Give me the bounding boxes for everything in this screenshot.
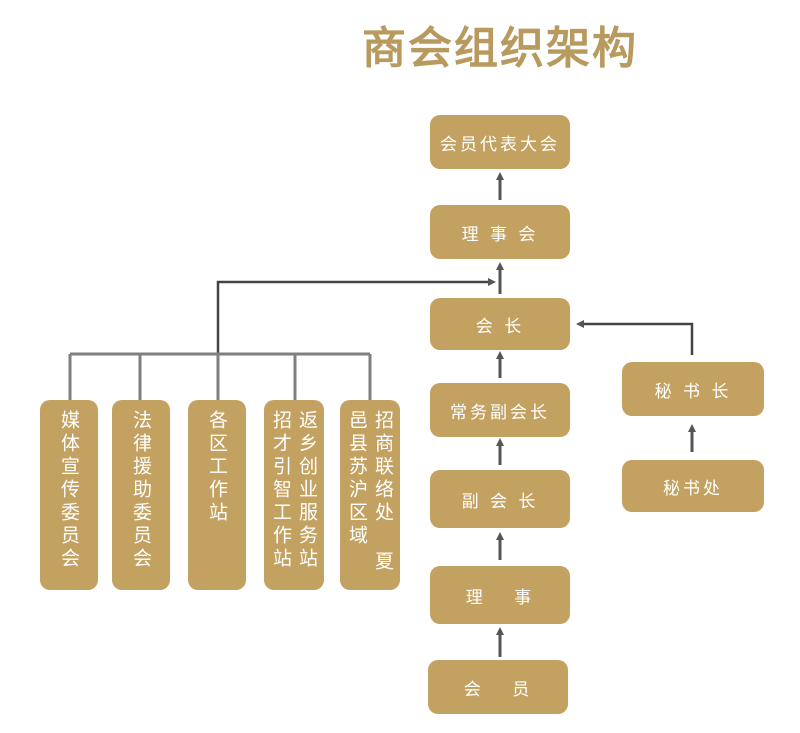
node-congress-label: 会员代表大会 — [440, 134, 560, 155]
node-vp: 副 会 长 — [430, 470, 570, 528]
node-legal-aid-committee-label: 法律援助委员会 — [130, 410, 152, 571]
node-member: 会 员 — [428, 660, 568, 714]
node-district-stations: 各区工作站 — [188, 400, 246, 590]
node-congress: 会员代表大会 — [430, 115, 570, 169]
node-member-label: 会 员 — [463, 679, 533, 700]
node-executive-vp: 常务副会长 — [430, 383, 570, 437]
node-media-committee: 媒体宣传委员会 — [40, 400, 98, 590]
arrow-secretary-to-president — [576, 320, 694, 355]
node-vp-label: 副 会 长 — [461, 491, 539, 512]
connector-committees-to-chain — [216, 278, 496, 354]
node-investment-liaison-office: 招商联络处 夏邑县苏沪区域 — [340, 400, 400, 590]
node-return-entrepreneurship-station: 返乡创业服务站 招才引智工作站 — [264, 400, 324, 590]
node-president-label: 会 长 — [475, 316, 525, 337]
node-director: 理 事 — [430, 566, 570, 624]
node-return-entrepreneurship-station-label: 返乡创业服务站 招才引智工作站 — [270, 410, 318, 571]
node-media-committee-label: 媒体宣传委员会 — [58, 410, 80, 571]
node-secretary-general-label: 秘 书 长 — [654, 381, 732, 402]
node-president: 会 长 — [430, 298, 570, 350]
node-legal-aid-committee: 法律援助委员会 — [112, 400, 170, 590]
node-secretary-general: 秘 书 长 — [622, 362, 764, 416]
node-council-label: 理 事 会 — [461, 224, 539, 245]
node-secretariat-office: 秘书处 — [622, 460, 764, 512]
page-title: 商会组织架构 — [362, 23, 638, 74]
node-secretariat-office-label: 秘书处 — [663, 478, 723, 499]
node-executive-vp-label: 常务副会长 — [450, 402, 550, 423]
node-investment-liaison-office-label: 招商联络处 夏邑县苏沪区域 — [346, 410, 394, 574]
node-director-label: 理 事 — [465, 587, 535, 608]
node-district-stations-label: 各区工作站 — [206, 410, 228, 525]
node-council: 理 事 会 — [430, 205, 570, 259]
